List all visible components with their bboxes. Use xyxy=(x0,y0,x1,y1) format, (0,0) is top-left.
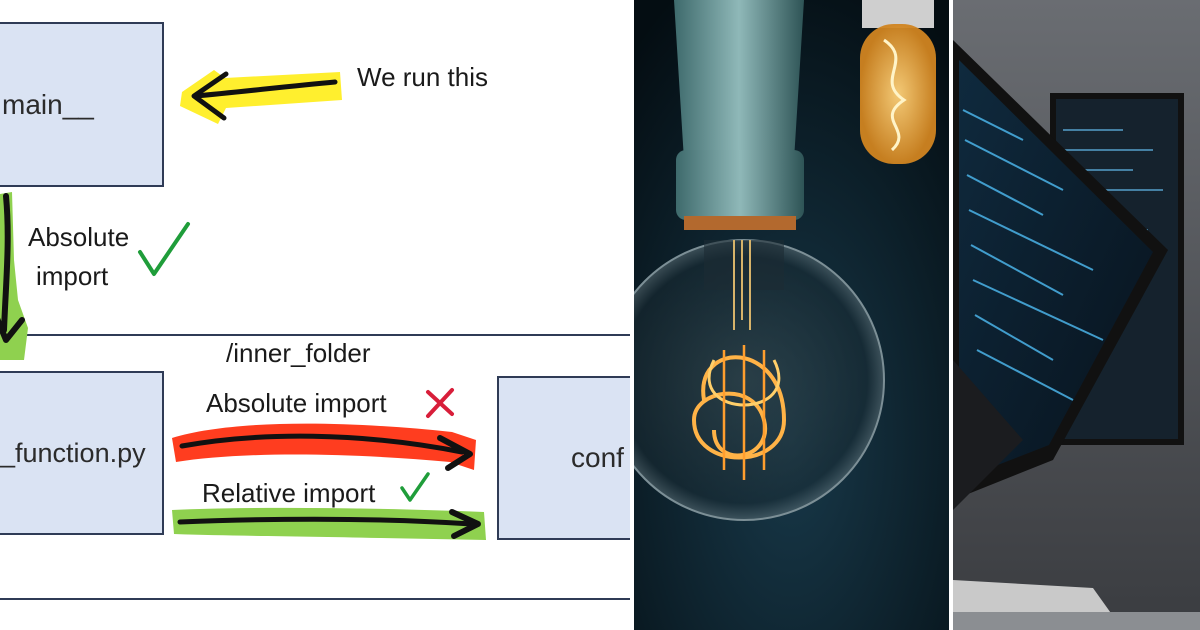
run-arrow xyxy=(193,79,338,99)
red-highlight xyxy=(172,423,476,470)
absolute-import-arrow xyxy=(1,193,11,333)
import-diagram: main__ _function.py conf xyxy=(0,22,630,600)
laptop-keyboard xyxy=(953,360,1023,510)
cross-mark xyxy=(426,388,454,418)
absolute-import-bad-arrow-head xyxy=(437,435,473,471)
relative-import-arrow-head xyxy=(449,509,481,539)
ceramic-socket xyxy=(674,0,804,160)
monitor-stand xyxy=(953,580,1113,616)
laptop-code-photo xyxy=(953,0,1200,630)
folder-divider-bottom xyxy=(0,598,630,600)
absolute-import-ok-line1: Absolute xyxy=(28,222,130,252)
folder-label: /inner_folder xyxy=(226,338,371,368)
small-bulb-socket xyxy=(862,0,934,28)
main-module-label: main__ xyxy=(2,88,94,120)
absolute-import-arrow-head xyxy=(0,317,25,343)
folder-divider-top xyxy=(0,334,630,336)
run-arrow-head xyxy=(191,71,229,121)
filament xyxy=(733,240,751,330)
annotation-strokes xyxy=(0,70,486,540)
function-module-label: _function.py xyxy=(0,437,146,468)
relative-import-label: Relative import xyxy=(202,478,376,508)
check-mark-absolute xyxy=(138,222,190,276)
check-mark-relative xyxy=(400,472,430,502)
absolute-import-bad-arrow xyxy=(179,433,465,455)
conf-module-box: conf xyxy=(497,376,630,540)
conf-module-label: conf xyxy=(571,442,624,473)
relative-import-arrow xyxy=(177,516,475,527)
light-bulb-photo xyxy=(634,0,949,630)
light-bulb-illustration xyxy=(634,0,949,630)
absolute-import-ok-line2: import xyxy=(36,261,109,291)
panel-gap-2 xyxy=(949,0,953,630)
laptop-illustration xyxy=(953,0,1200,630)
function-module-box: _function.py xyxy=(0,371,164,535)
green-highlight-relative xyxy=(172,507,486,540)
absolute-import-bad-label: Absolute import xyxy=(206,388,387,418)
run-this-label: We run this xyxy=(357,62,489,92)
main-module-box: main__ xyxy=(0,22,164,187)
panel-gap-1 xyxy=(630,0,634,630)
